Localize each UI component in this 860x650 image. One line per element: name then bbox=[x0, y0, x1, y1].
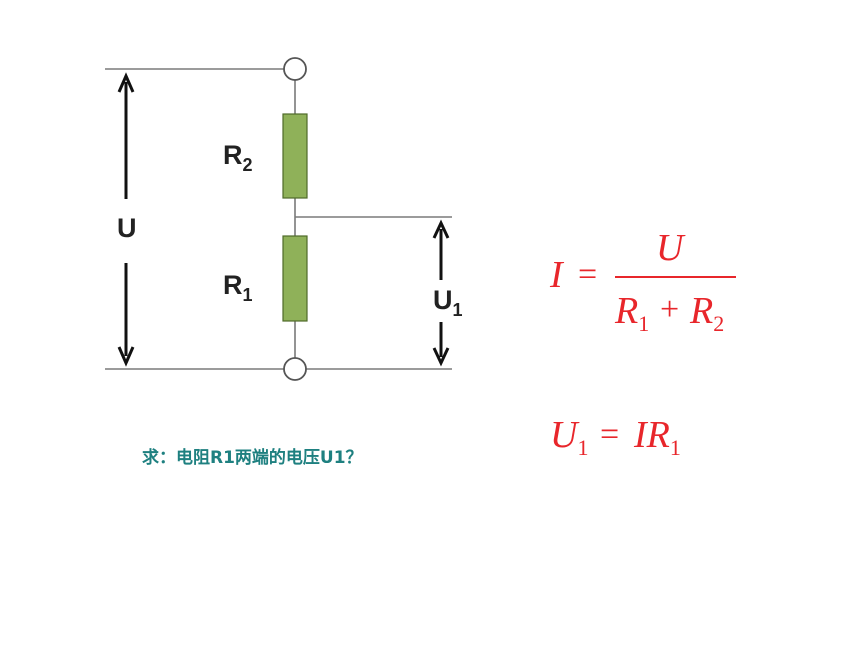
question-text: 求：电阻R1两端的电压U1？ bbox=[142, 448, 363, 468]
bottom-terminal bbox=[283, 357, 307, 381]
u-label: U bbox=[117, 213, 137, 243]
formula1-den-r2: R2 bbox=[689, 290, 724, 336]
u-voltage-arrow bbox=[117, 72, 135, 367]
top-terminal bbox=[283, 57, 307, 81]
formula-current: I = U R1 + R2 bbox=[549, 227, 736, 336]
resistor-r1 bbox=[282, 235, 308, 322]
formula1-plus: + bbox=[660, 291, 679, 328]
u1-voltage-arrow bbox=[432, 219, 450, 367]
formula1-den-r1: R1 bbox=[614, 290, 649, 336]
wires bbox=[105, 68, 452, 370]
formula2-rhs: IR1 bbox=[633, 414, 681, 460]
formula2-u: U1 bbox=[550, 414, 588, 460]
formula1-lhs: I bbox=[549, 254, 565, 296]
formula1-numerator: U bbox=[656, 227, 686, 269]
resistor-r2 bbox=[282, 113, 308, 199]
formula1-equals: = bbox=[578, 256, 597, 293]
r2-label: R2 bbox=[223, 140, 253, 175]
r1-label: R1 bbox=[223, 270, 253, 305]
formula2-equals: = bbox=[600, 416, 619, 453]
formula-voltage: U1 = IR1 bbox=[550, 414, 681, 460]
u1-label: U1 bbox=[433, 285, 463, 320]
